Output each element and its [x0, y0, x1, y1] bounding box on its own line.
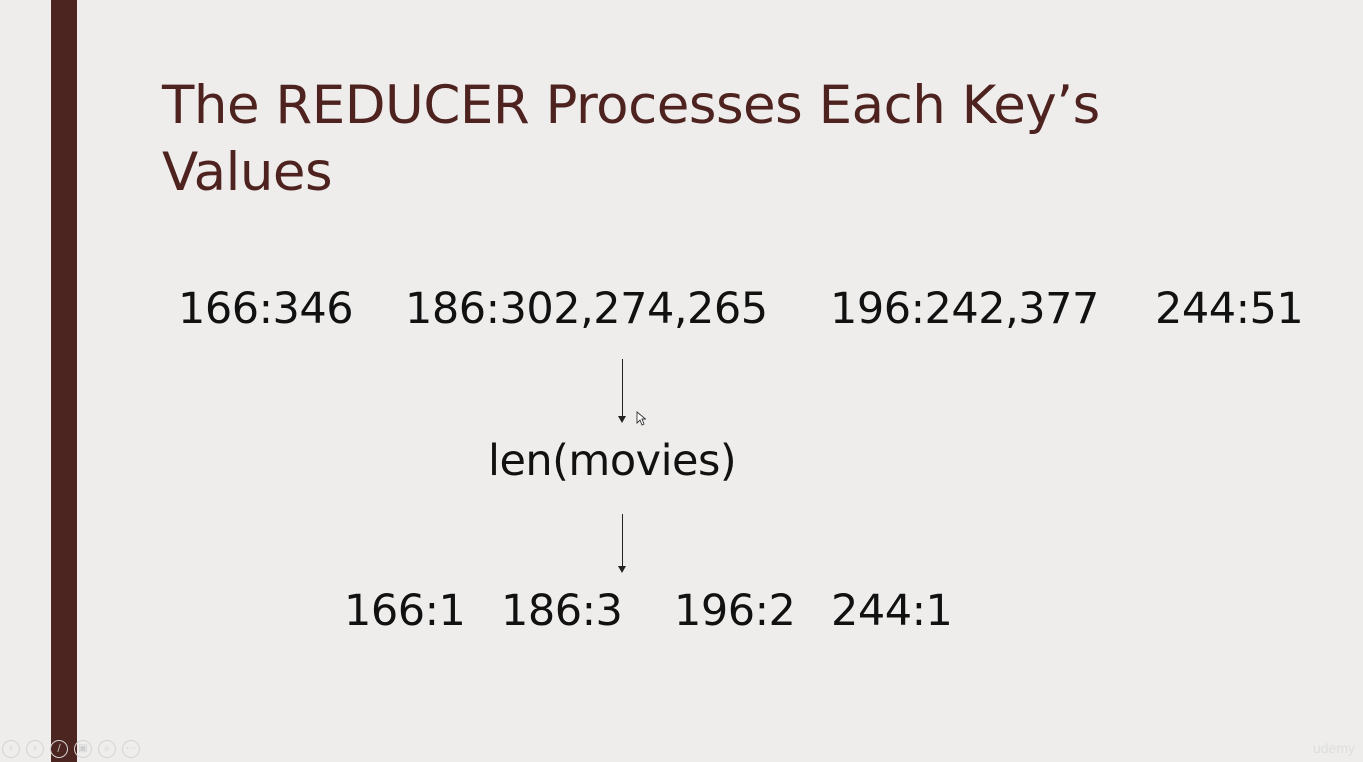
mouse-pointer-icon [636, 411, 646, 426]
input-pair: 244:51 [1155, 284, 1304, 334]
input-pair: 166:346 [178, 284, 354, 334]
pen-icon[interactable]: ∕ [50, 740, 68, 758]
more-options-icon[interactable]: ⋯ [122, 740, 140, 758]
previous-slide-icon[interactable]: ‹ [2, 740, 20, 758]
output-pair: 244:1 [831, 586, 953, 636]
input-pair: 186:302,274,265 [405, 284, 768, 334]
down-arrow-to-output [618, 514, 626, 573]
reducer-function: len(movies) [488, 436, 737, 486]
zoom-icon[interactable]: ⌕ [98, 740, 116, 758]
output-pair: 186:3 [501, 586, 623, 636]
accent-side-bar [51, 0, 77, 762]
udemy-watermark: udemy [1312, 740, 1355, 756]
input-pair: 196:242,377 [830, 284, 1099, 334]
output-pair: 166:1 [344, 586, 466, 636]
output-pair: 196:2 [674, 586, 796, 636]
next-slide-icon[interactable]: › [26, 740, 44, 758]
presentation-controls: ‹ › ∕ ▣ ⌕ ⋯ [2, 740, 140, 760]
slides-icon[interactable]: ▣ [74, 740, 92, 758]
slide-title: The REDUCER Processes Each Key’s Values [162, 75, 1100, 203]
down-arrow-to-function [618, 359, 626, 423]
